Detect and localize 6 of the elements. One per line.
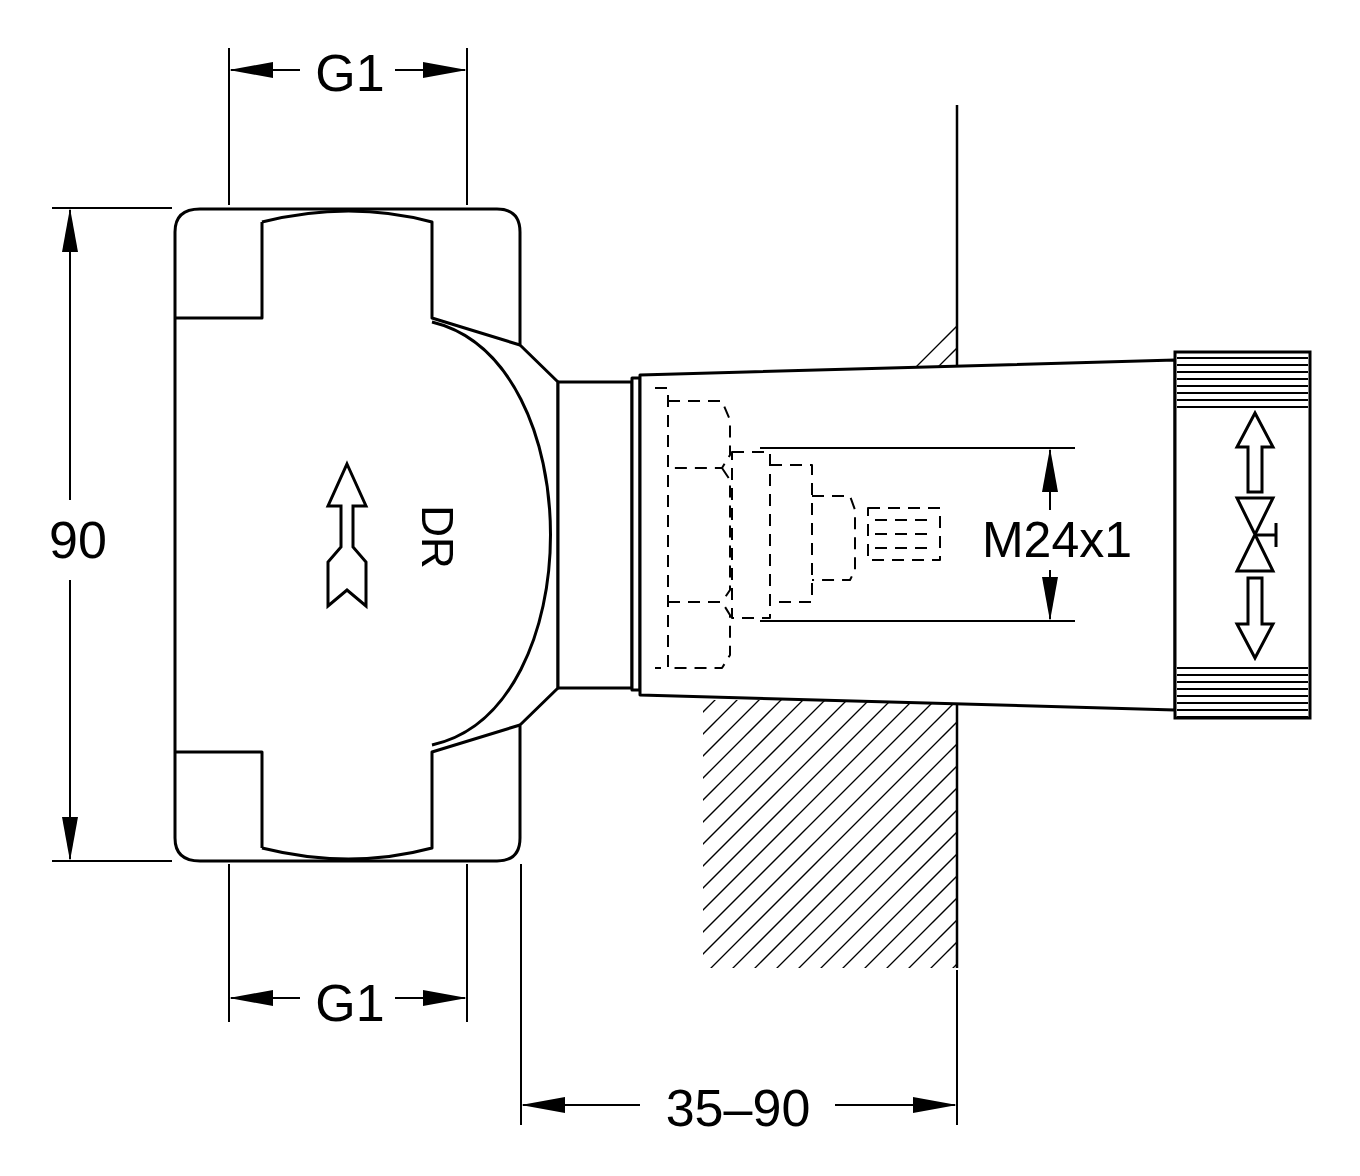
dimension-text: G1 [314,47,386,99]
flow-direction-text: DR [415,504,459,571]
dimension-text: 90 [48,514,108,566]
dimension-text: G1 [314,977,386,1029]
dimension-text: 35–90 [664,1082,812,1134]
thread-size-text: M24x1 [980,515,1134,565]
